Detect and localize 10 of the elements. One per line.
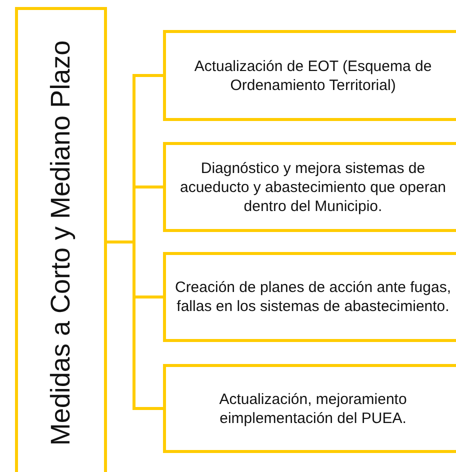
measure-text: Creación de planes de acción ante fugas, fallas en los sistemas de abastecimiento. xyxy=(174,278,452,316)
measure-text: Actualización, mejoramiento eimplementación del PUEA. xyxy=(218,390,408,428)
vertical-heading: Medidas a Corto y Mediano Plazo xyxy=(46,39,76,448)
measure-box xyxy=(163,364,456,453)
measure-text: Actualización de EOT (Esquema de Ordenamiento Territorial) xyxy=(193,56,433,94)
measure-box xyxy=(163,30,456,121)
measure-box xyxy=(163,142,456,232)
measure-text: Diagnóstico y mejora sistemas de acueducto y abastecimiento que operan dentro del Municipio. xyxy=(178,158,447,216)
title-box xyxy=(15,7,107,472)
measure-box xyxy=(163,252,456,342)
